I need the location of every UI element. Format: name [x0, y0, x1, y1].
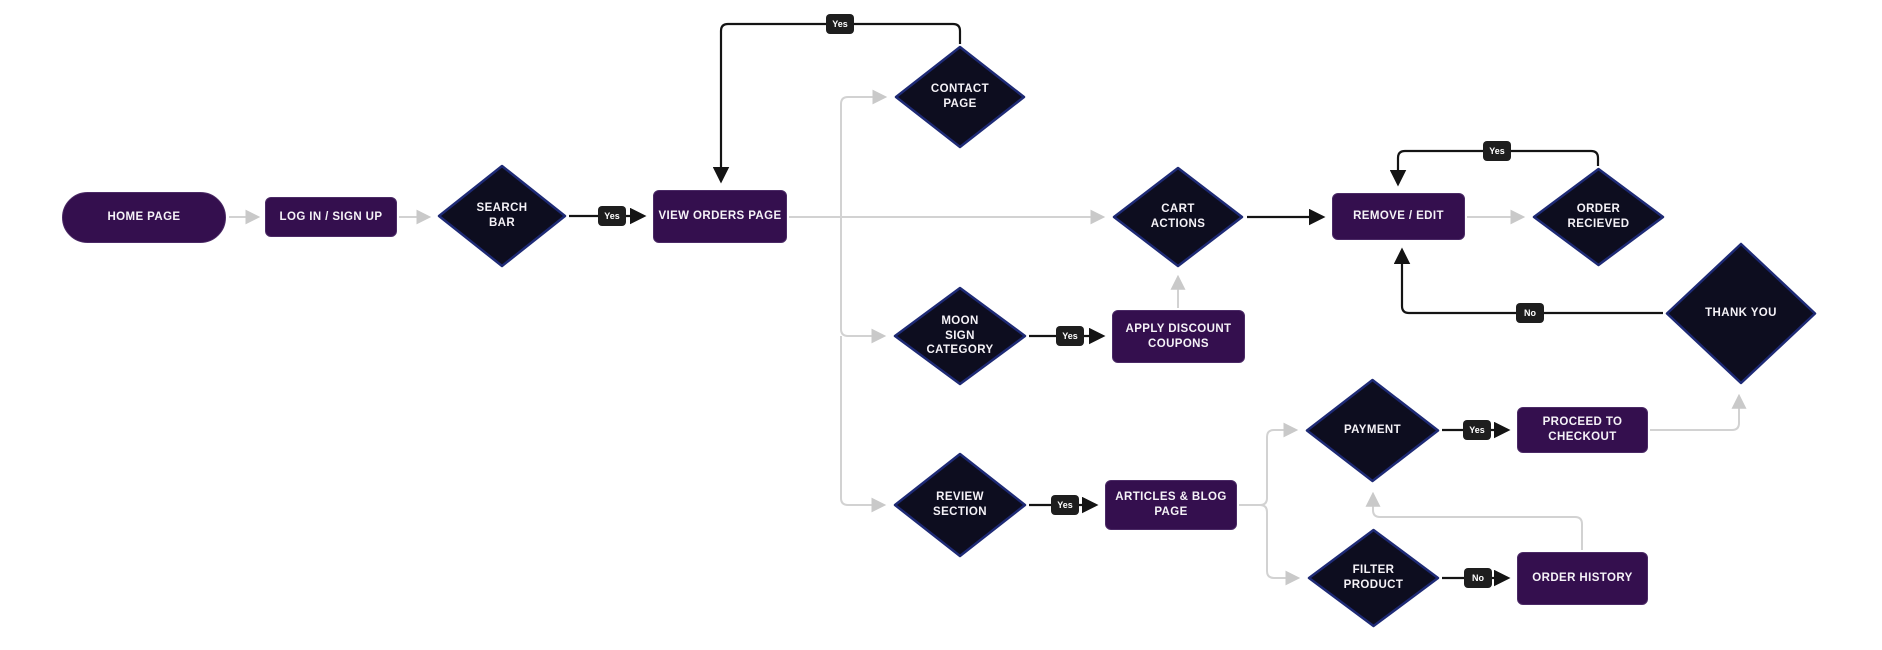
- node-articles-blog-label: ARTICLES & BLOG PAGE: [1115, 491, 1227, 518]
- node-thank-you-label: THANK YOU: [1705, 307, 1777, 320]
- edge-label-filter-no[interactable]: No: [1464, 568, 1492, 588]
- node-remove-edit[interactable]: REMOVE / EDIT: [1332, 193, 1465, 240]
- diamond-shape: [1305, 378, 1440, 483]
- diamond-shape: [893, 286, 1027, 386]
- node-thank-you[interactable]: THANK YOU: [1665, 242, 1817, 385]
- diamond-shape: [1307, 528, 1440, 628]
- node-proceed-checkout-label: PROCEED TO CHECKOUT: [1542, 416, 1623, 443]
- edge-label-thankyou-no[interactable]: No: [1516, 303, 1544, 323]
- diamond-shape: [894, 45, 1026, 149]
- edge-label-contact-yes[interactable]: Yes: [826, 14, 854, 34]
- node-home-page-label: HOME PAGE: [107, 211, 181, 224]
- node-moon-sign[interactable]: MOON SIGN CATEGORY: [893, 286, 1027, 386]
- edge-thankyou-to-removeedit: [1393, 247, 1663, 315]
- edge-label-review-yes[interactable]: Yes: [1051, 495, 1079, 515]
- node-order-recieved[interactable]: ORDER RECIEVED: [1532, 167, 1665, 267]
- node-contact-page[interactable]: CONTACT PAGE: [894, 45, 1026, 149]
- node-filter-product-label: FILTER PRODUCT: [1343, 564, 1404, 591]
- edge-label-payment-yes[interactable]: Yes: [1463, 420, 1491, 440]
- node-login-signup-label: LOG IN / SIGN UP: [279, 210, 383, 223]
- diamond-shape: [1112, 166, 1244, 268]
- node-articles-blog[interactable]: ARTICLES & BLOG PAGE: [1105, 480, 1237, 530]
- node-filter-product[interactable]: FILTER PRODUCT: [1307, 528, 1440, 628]
- node-cart-actions-label: CART ACTIONS: [1150, 203, 1206, 230]
- node-apply-discount[interactable]: APPLY DISCOUNT COUPONS: [1112, 310, 1245, 363]
- node-view-orders-label: VIEW ORDERS PAGE: [658, 210, 782, 223]
- node-payment[interactable]: PAYMENT: [1305, 378, 1440, 483]
- node-order-history[interactable]: ORDER HISTORY: [1517, 552, 1648, 605]
- node-home-page[interactable]: HOME PAGE: [62, 192, 226, 243]
- edge-articles-to-filter: [1239, 504, 1301, 586]
- node-search-bar[interactable]: SEARCH BAR: [437, 164, 567, 268]
- node-review-section-label: REVIEW SECTION: [933, 491, 987, 518]
- node-proceed-checkout[interactable]: PROCEED TO CHECKOUT: [1517, 407, 1648, 453]
- edge-label-moonsign-yes[interactable]: Yes: [1056, 326, 1084, 346]
- diamond-shape: [437, 164, 567, 268]
- node-view-orders[interactable]: VIEW ORDERS PAGE: [653, 190, 787, 243]
- edge-vieworders-to-review: [840, 336, 887, 513]
- node-remove-edit-label: REMOVE / EDIT: [1353, 210, 1444, 223]
- node-cart-actions[interactable]: CART ACTIONS: [1112, 166, 1244, 268]
- diamond-shape: [893, 452, 1027, 558]
- gray-connectors: [229, 89, 1747, 586]
- diamond-shape: [1665, 242, 1817, 385]
- edge-label-search-yes[interactable]: Yes: [598, 206, 626, 226]
- node-search-bar-label: SEARCH BAR: [476, 202, 528, 229]
- edge-orderhistory-to-payment: [1365, 491, 1583, 550]
- edge-vieworders-to-contact: [840, 89, 888, 217]
- edge-label-orderrecieved-yes[interactable]: Yes: [1483, 141, 1511, 161]
- node-payment-label: PAYMENT: [1343, 424, 1402, 437]
- edge-checkout-to-thankyou: [1650, 393, 1747, 431]
- node-moon-sign-label: MOON SIGN CATEGORY: [926, 314, 994, 357]
- node-contact-page-label: CONTACT PAGE: [930, 83, 990, 110]
- node-order-recieved-label: ORDER RECIEVED: [1567, 203, 1630, 230]
- node-login-signup[interactable]: LOG IN / SIGN UP: [265, 197, 397, 237]
- diamond-shape: [1532, 167, 1665, 267]
- node-review-section[interactable]: REVIEW SECTION: [893, 452, 1027, 558]
- node-apply-discount-label: APPLY DISCOUNT COUPONS: [1125, 322, 1232, 350]
- node-order-history-label: ORDER HISTORY: [1532, 572, 1633, 585]
- edge-vieworders-to-moonsign: [840, 217, 887, 344]
- edge-articles-to-payment: [1239, 422, 1299, 506]
